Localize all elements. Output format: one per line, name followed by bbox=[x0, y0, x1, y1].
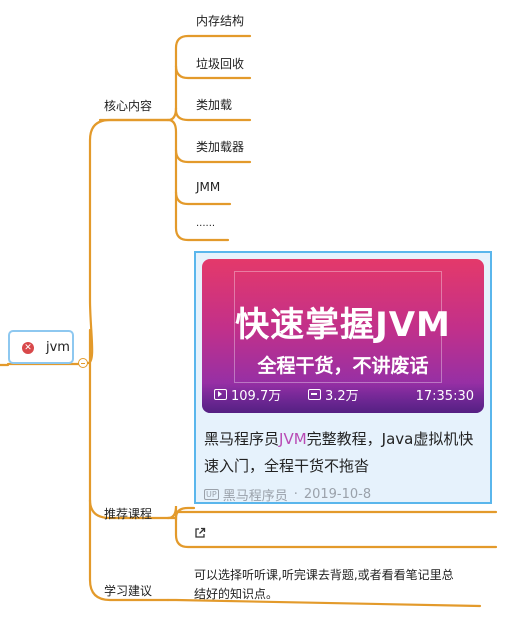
video-thumbnail[interactable]: 快速掌握JVM 全程干货，不讲废话 109.7万 3.2万 17:35:30 bbox=[202, 259, 484, 413]
video-card[interactable]: 快速掌握JVM 全程干货，不讲废话 109.7万 3.2万 17:35:30 黑… bbox=[194, 251, 492, 504]
thumbnail-title: 快速掌握JVM bbox=[235, 305, 451, 345]
core-child-jmm[interactable]: JMM bbox=[196, 180, 221, 194]
danmaku-count-value: 3.2万 bbox=[325, 389, 359, 404]
view-count-value: 109.7万 bbox=[231, 389, 282, 404]
branch-core-content[interactable]: 核心内容 bbox=[104, 99, 153, 113]
root-node[interactable]: ✕ jvm bbox=[8, 330, 74, 364]
core-child-class-loading[interactable]: 类加载 bbox=[196, 98, 233, 112]
thumbnail-subtitle: 全程干货，不讲废话 bbox=[257, 355, 429, 377]
upload-date: 2019-10-8 bbox=[303, 487, 372, 502]
close-circle-icon: ✕ bbox=[22, 342, 34, 354]
core-child-memory-structure[interactable]: 内存结构 bbox=[196, 14, 245, 28]
core-child-garbage-collection[interactable]: 垃圾回收 bbox=[196, 57, 245, 71]
play-icon bbox=[214, 389, 227, 400]
study-advice-line-2: 结好的知识点。 bbox=[194, 587, 279, 601]
view-count: 109.7万 bbox=[214, 385, 281, 404]
root-label: jvm bbox=[46, 340, 70, 355]
video-title-highlight: JVM bbox=[279, 430, 307, 448]
study-advice-line-1: 可以选择听听课,听完课去背题,或者看看笔记里总 bbox=[194, 568, 454, 582]
core-child-more[interactable]: ...... bbox=[196, 218, 216, 229]
danmaku-count: 3.2万 bbox=[308, 385, 359, 404]
video-title[interactable]: 黑马程序员JVM完整教程，Java虚拟机快速入门，全程干货不拖沓 bbox=[204, 426, 484, 480]
video-meta: UP 黑马程序员 · 2019-10-8 bbox=[204, 485, 371, 504]
collapse-toggle[interactable] bbox=[78, 358, 88, 368]
video-duration-value: 17:35:30 bbox=[415, 389, 474, 404]
meta-separator: · bbox=[293, 487, 298, 502]
thumbnail-frame bbox=[234, 271, 442, 383]
branch-study-advice[interactable]: 学习建议 bbox=[104, 584, 153, 598]
uploader-badge: UP bbox=[204, 489, 219, 500]
video-title-suffix: 完整教程，Java虚拟机快速入门，全程干货不拖沓 bbox=[204, 430, 474, 475]
external-link-icon[interactable] bbox=[194, 527, 206, 539]
core-child-class-loader[interactable]: 类加载器 bbox=[196, 140, 245, 154]
thumbnail-stats-bar bbox=[202, 383, 484, 413]
video-duration: 17:35:30 bbox=[416, 389, 474, 404]
video-title-prefix: 黑马程序员 bbox=[204, 430, 280, 448]
danmaku-icon bbox=[308, 389, 321, 400]
branch-recommended-course[interactable]: 推荐课程 bbox=[104, 507, 153, 521]
uploader-name[interactable]: 黑马程序员 bbox=[222, 489, 288, 504]
